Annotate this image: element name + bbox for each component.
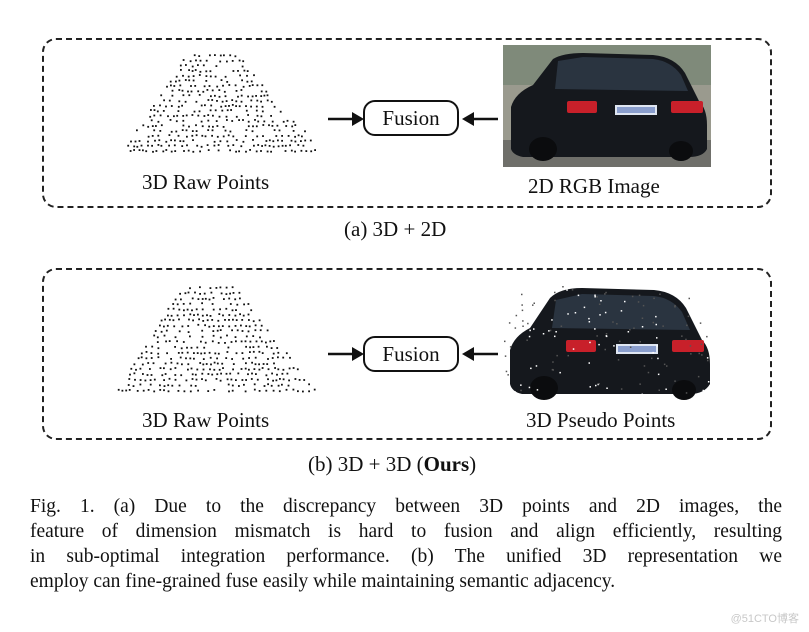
panel-a-3d-plus-2d	[42, 38, 772, 208]
caption-line: in sub-optimal integration performance. …	[30, 546, 782, 567]
watermark: @51CTO博客	[730, 613, 799, 625]
caption-line: feature of dimension mismatch is hard to…	[30, 521, 782, 542]
raw-point-cloud-a	[127, 54, 316, 153]
car-pseudo-points	[504, 286, 710, 400]
subcaption-b-prefix: (b) 3D + 3D (	[308, 452, 424, 476]
arrow-left-a	[462, 112, 498, 126]
raw-point-cloud-b	[117, 286, 316, 393]
caption-line: employ can fine-grained fuse easily whil…	[30, 571, 616, 592]
subcaption-a: (a) 3D + 2D	[344, 217, 447, 241]
fusion-box-b: Fusion	[363, 336, 459, 372]
fusion-box-a: Fusion	[363, 100, 459, 136]
car-rgb-image	[503, 45, 711, 167]
arrow-right-a	[328, 112, 364, 126]
arrow-left-b	[462, 347, 498, 361]
panel-a-left-label: 3D Raw Points	[142, 170, 270, 194]
arrow-right-b	[328, 347, 364, 361]
panel-b-3d-plus-3d	[42, 268, 772, 440]
caption-line: Fig. 1. (a) Due to the discrepancy betwe…	[30, 496, 782, 517]
panel-a-right-label: 2D RGB Image	[528, 174, 660, 198]
figure-caption: Fig. 1. (a) Due to the discrepancy betwe…	[30, 494, 782, 594]
subcaption-b-suffix: )	[469, 452, 477, 476]
subcaption-b-bold: Ours	[423, 452, 470, 476]
subcaption-b: (b) 3D + 3D (Ours)	[308, 452, 476, 477]
panel-b-left-label: 3D Raw Points	[142, 408, 270, 432]
panel-b-right-label: 3D Pseudo Points	[526, 408, 676, 432]
